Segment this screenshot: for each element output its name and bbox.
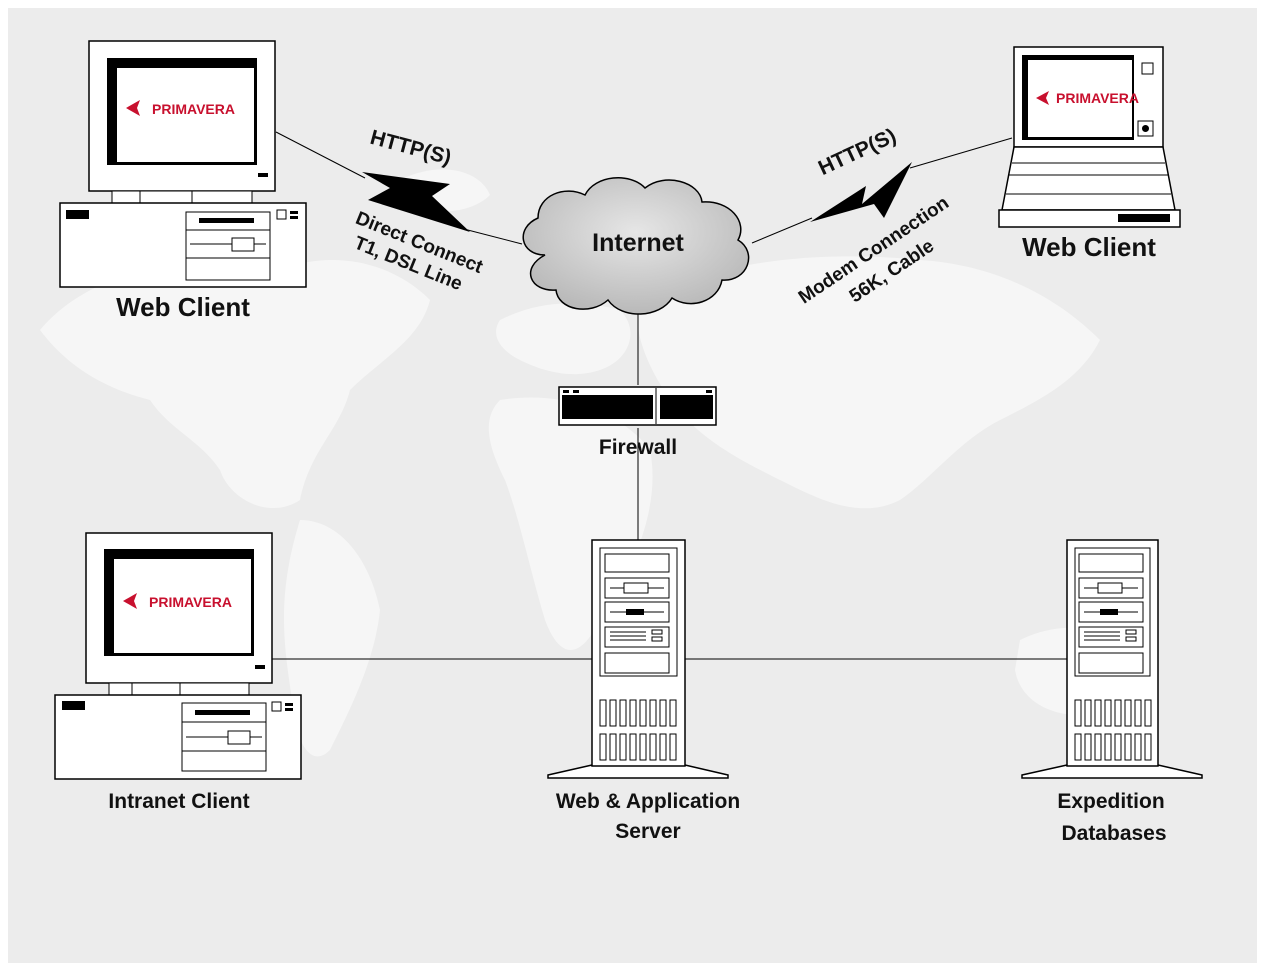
primavera-logo: PRIMAVERA — [1036, 90, 1139, 106]
databases-label-line2: Databases — [1061, 822, 1166, 845]
monitor-screen — [114, 559, 251, 653]
laptop-base — [1001, 146, 1176, 211]
link-left-lead-in — [275, 131, 366, 179]
internet-label: Internet — [592, 229, 684, 257]
link-left-lead-out — [459, 227, 523, 245]
svg-text:PRIMAVERA: PRIMAVERA — [1056, 90, 1139, 106]
app-server-label-line1: Web & Application — [556, 790, 740, 813]
app-server-tower-icon — [547, 539, 729, 779]
firewall-label: Firewall — [599, 436, 677, 459]
intranet-client-desktop-icon: PRIMAVERA — [54, 532, 302, 780]
primavera-logo: PRIMAVERA — [126, 100, 235, 117]
web-client-desktop-icon: PRIMAVERA — [59, 40, 307, 288]
monitor-screen — [117, 68, 254, 162]
internet-cloud-icon — [522, 177, 750, 315]
web-client-desktop-label: Web Client — [116, 292, 250, 322]
primavera-logo: PRIMAVERA — [123, 593, 232, 610]
database-server-tower-icon — [1021, 539, 1203, 779]
link-right-lead-out — [909, 137, 1013, 169]
web-client-laptop-label: Web Client — [1022, 232, 1156, 262]
firewall-device-icon — [558, 386, 717, 426]
connection-lines — [272, 131, 1067, 660]
intranet-client-label: Intranet Client — [108, 790, 249, 813]
app-server-label-line2: Server — [615, 820, 680, 843]
web-client-laptop-icon: PRIMAVERA — [998, 46, 1181, 228]
link-right-lead-in — [751, 217, 813, 244]
lightning-bolt-left-icon — [362, 172, 470, 232]
svg-text:PRIMAVERA: PRIMAVERA — [149, 594, 232, 610]
lightning-bolt-right-icon — [810, 162, 912, 222]
svg-text:PRIMAVERA: PRIMAVERA — [152, 101, 235, 117]
databases-label-line1: Expedition — [1057, 790, 1164, 813]
